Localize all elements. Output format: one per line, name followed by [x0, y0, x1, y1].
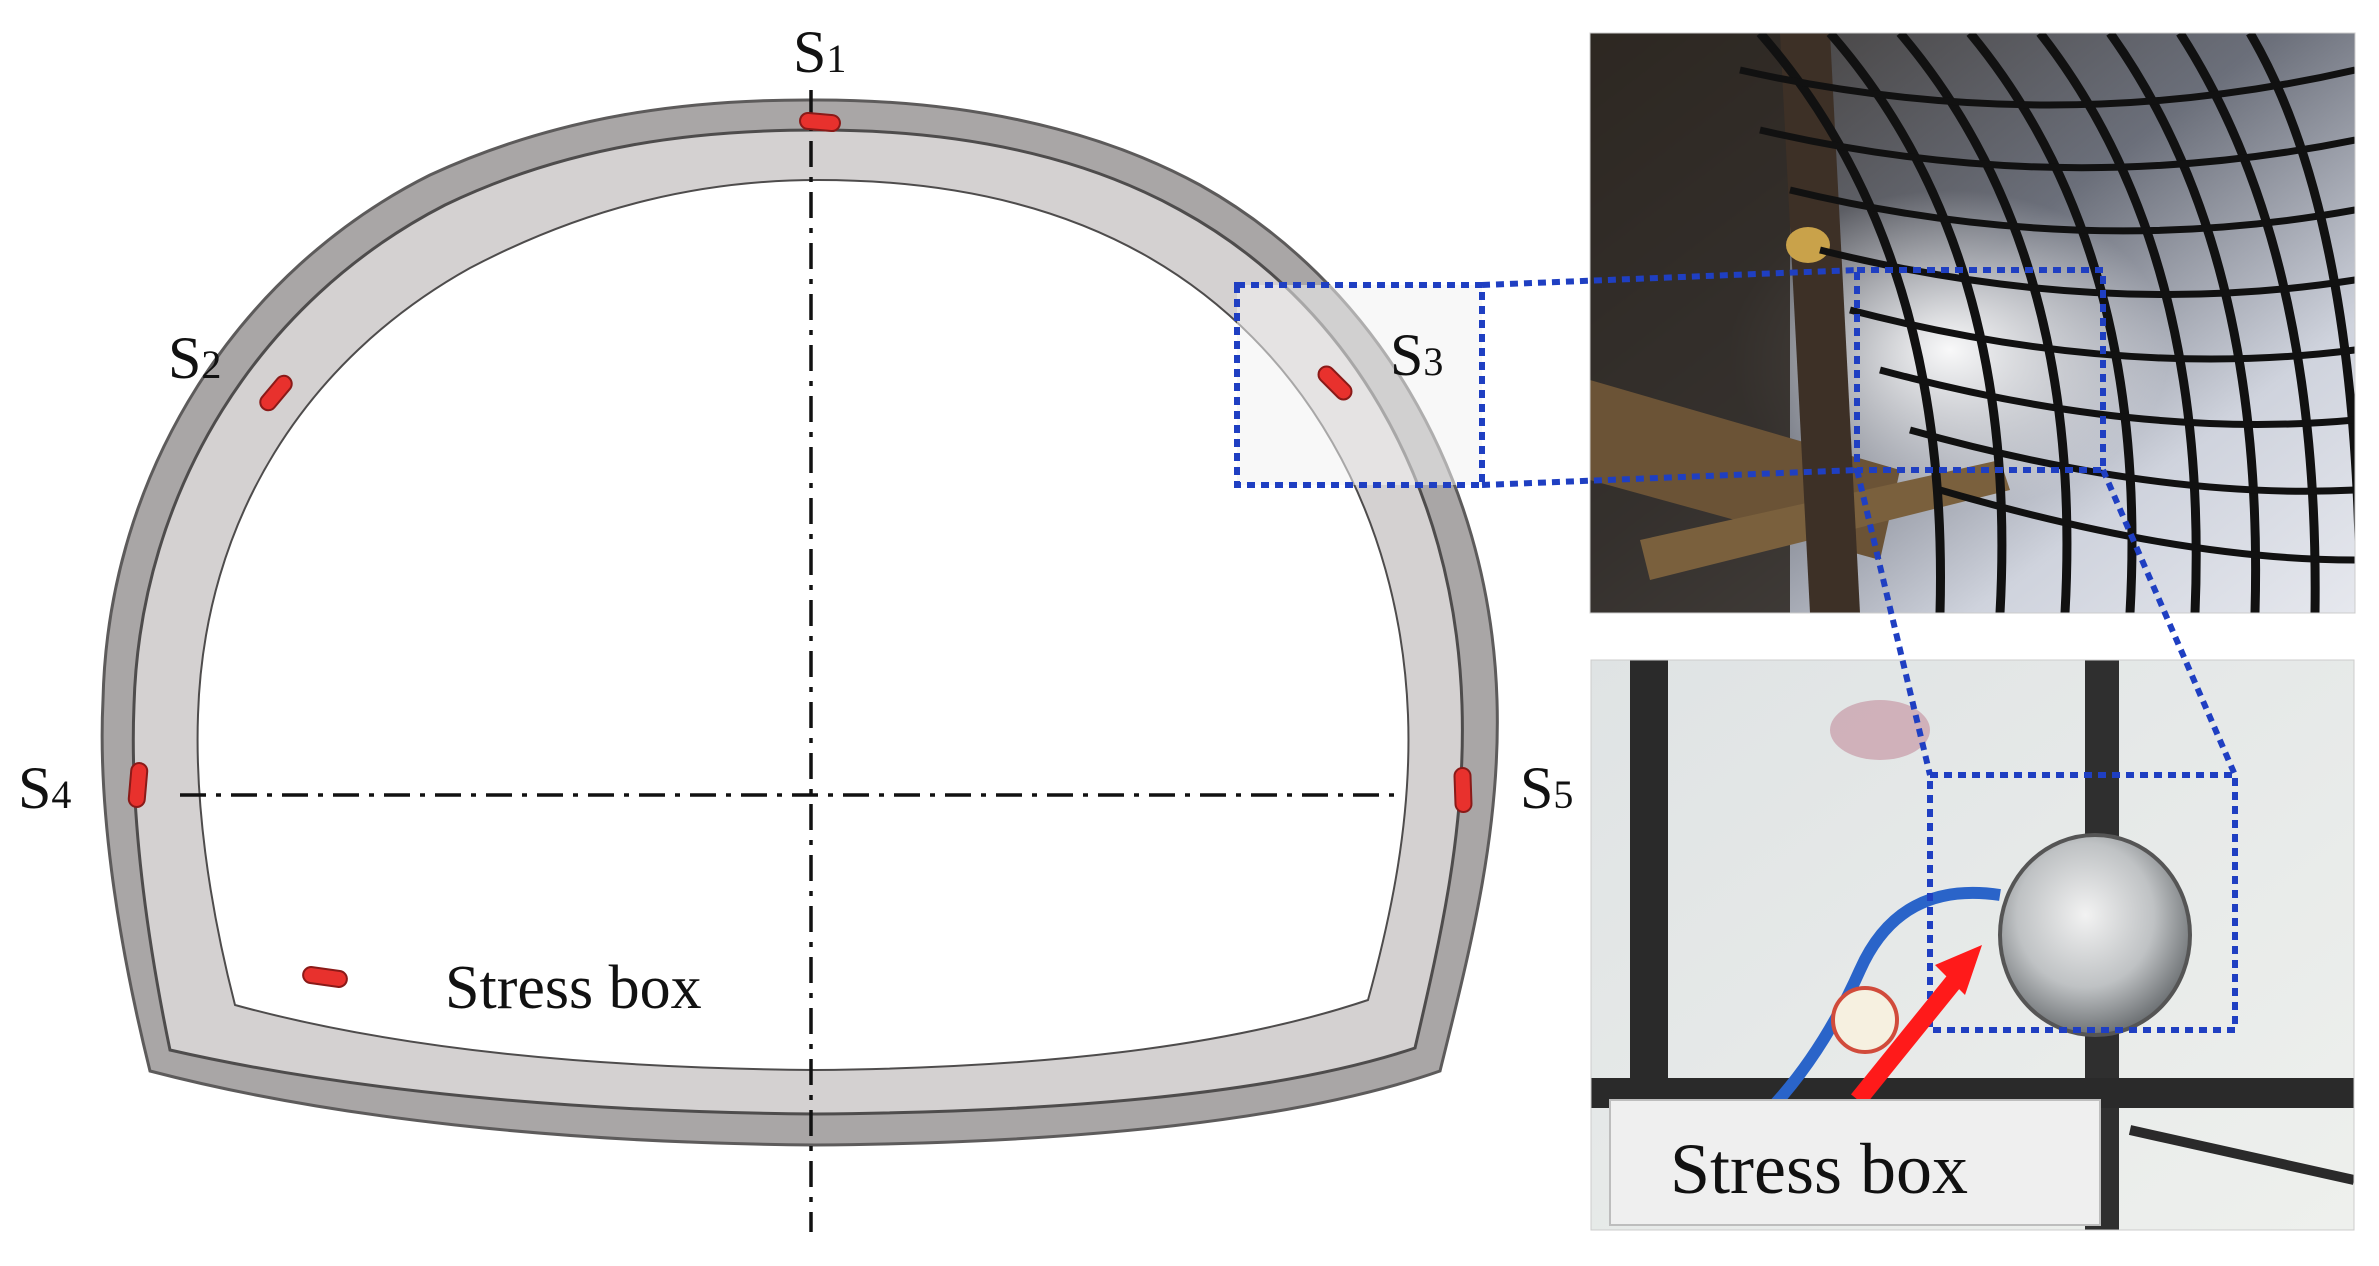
legend-stress-box-icon: [302, 966, 348, 988]
tunnel-opening: [196, 178, 1410, 1072]
stress-box-s4: [127, 762, 149, 808]
tunnel-cross-section: [100, 98, 1499, 1147]
label-s4: S4: [18, 755, 71, 821]
label-s2: S2: [168, 325, 221, 391]
center-axes: [180, 90, 1400, 1232]
stress-box-disc: [1998, 833, 2192, 1037]
photo-top-callout-box: [1854, 267, 2106, 473]
site-photo-top-frame: [1589, 32, 2356, 614]
callout-connectors: [1481, 267, 2238, 777]
site-photo-bottom-frame: [1590, 659, 2355, 1231]
legend: Stress box: [302, 954, 702, 1022]
stress-box-s2: [259, 374, 293, 412]
red-arrow-icon: [1851, 945, 1982, 1106]
stress-box-s1: [799, 111, 841, 133]
stress-box-markers: [127, 111, 1473, 813]
stress-box-s3: [1317, 365, 1353, 401]
label-s3: S3: [1390, 322, 1443, 388]
photo-caption: Stress box: [1609, 1099, 2101, 1226]
label-s1: S1: [793, 19, 846, 85]
s3-highlight-box: [1234, 282, 1485, 488]
site-photo-top: [1590, 33, 2355, 613]
photo-caption-label: Stress box: [1670, 1129, 1968, 1209]
label-s5: S5: [1520, 755, 1573, 821]
legend-label: Stress box: [445, 954, 702, 1022]
stress-box-s5: [1453, 767, 1473, 813]
